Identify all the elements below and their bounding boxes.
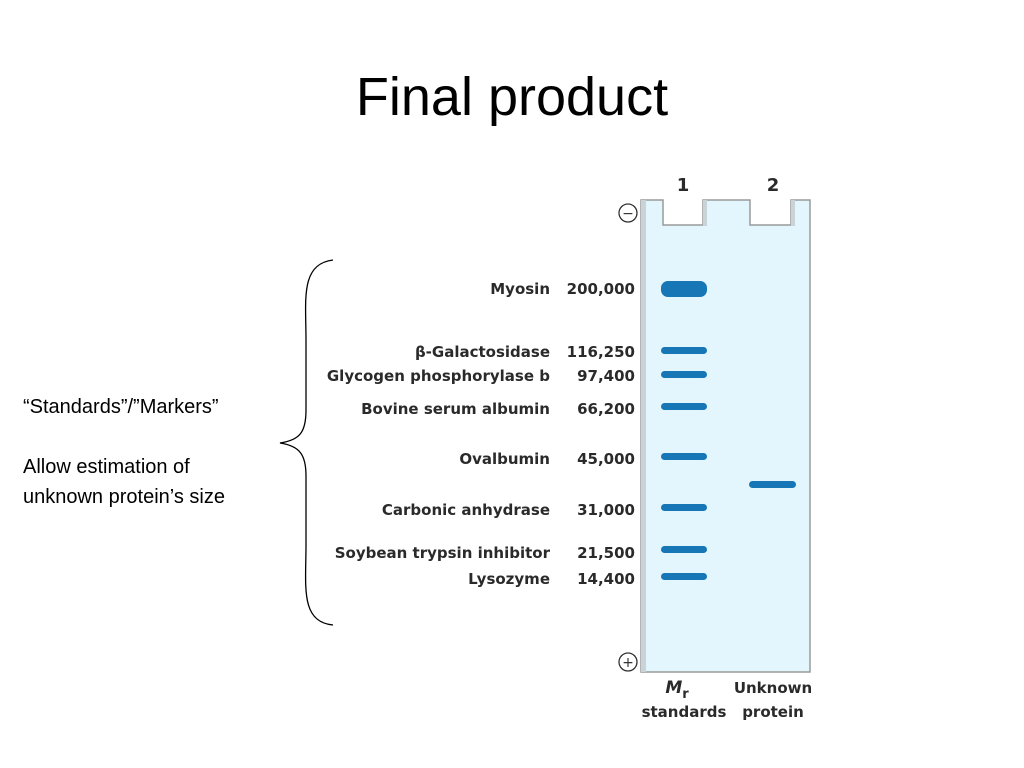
band-lane1 (661, 403, 707, 410)
well-right-edge (791, 200, 795, 226)
lane-2-number: 2 (767, 175, 780, 196)
positive-electrode-icon: + (618, 652, 638, 672)
lane-1-number: 1 (677, 175, 690, 196)
marker-mr: 21,500 (577, 544, 635, 562)
marker-row-bovine-serum-albumin: Bovine serum albumin 66,200 (361, 400, 707, 418)
band-lane1 (661, 546, 707, 553)
allow-estimation-line2: unknown protein’s size (23, 486, 225, 508)
slide-title: Final product (355, 67, 669, 127)
lane-2-caption-line2: protein (742, 703, 804, 721)
band-lane1 (661, 281, 707, 297)
marker-mr: 116,250 (567, 343, 635, 361)
marker-mr: 14,400 (577, 570, 635, 588)
marker-name: β-Galactosidase (415, 343, 550, 361)
marker-name: Carbonic anhydrase (382, 501, 550, 519)
band-lane1 (661, 371, 707, 378)
marker-name: Bovine serum albumin (361, 400, 550, 418)
curly-brace (279, 259, 334, 626)
svg-text:+: + (622, 655, 634, 671)
band-lane1 (661, 347, 707, 354)
svg-text:−: − (622, 206, 634, 222)
unknown-protein-band (749, 481, 796, 488)
marker-name: Myosin (490, 280, 550, 298)
marker-row-soybean-trypsin-inhibitor: Soybean trypsin inhibitor 21,500 (335, 544, 707, 562)
marker-name: Lysozyme (468, 570, 550, 588)
marker-name: Glycogen phosphorylase b (327, 367, 550, 385)
lane-2-caption-line1: Unknown (734, 679, 812, 697)
negative-electrode-icon: − (618, 203, 638, 223)
well-divider-edge (703, 200, 707, 226)
band-lane1 (661, 504, 707, 511)
marker-mr: 66,200 (577, 400, 635, 418)
marker-row-myosin: Myosin 200,000 (490, 280, 707, 298)
marker-mr: 200,000 (567, 280, 635, 298)
marker-row-beta-galactosidase: β-Galactosidase 116,250 (415, 343, 707, 361)
allow-estimation-line1: Allow estimation of (23, 456, 190, 478)
marker-name: Soybean trypsin inhibitor (335, 544, 551, 562)
lane-1-caption: standards (642, 703, 727, 721)
marker-row-carbonic-anhydrase: Carbonic anhydrase 31,000 (382, 501, 707, 519)
marker-name: Ovalbumin (459, 450, 550, 468)
lane-1-caption-symbol: Mr (665, 678, 689, 702)
marker-mr: 97,400 (577, 367, 635, 385)
standards-markers-note: “Standards”/”Markers” (23, 396, 219, 418)
marker-row-ovalbumin: Ovalbumin 45,000 (459, 450, 707, 468)
band-lane1 (661, 573, 707, 580)
band-lane1 (661, 453, 707, 460)
gel-left-edge (641, 200, 646, 672)
marker-row-lysozyme: Lysozyme 14,400 (468, 570, 707, 588)
marker-mr: 45,000 (577, 450, 635, 468)
marker-mr: 31,000 (577, 501, 635, 519)
marker-row-glycogen-phosphorylase: Glycogen phosphorylase b 97,400 (327, 367, 707, 385)
gel-slab (640, 199, 811, 673)
